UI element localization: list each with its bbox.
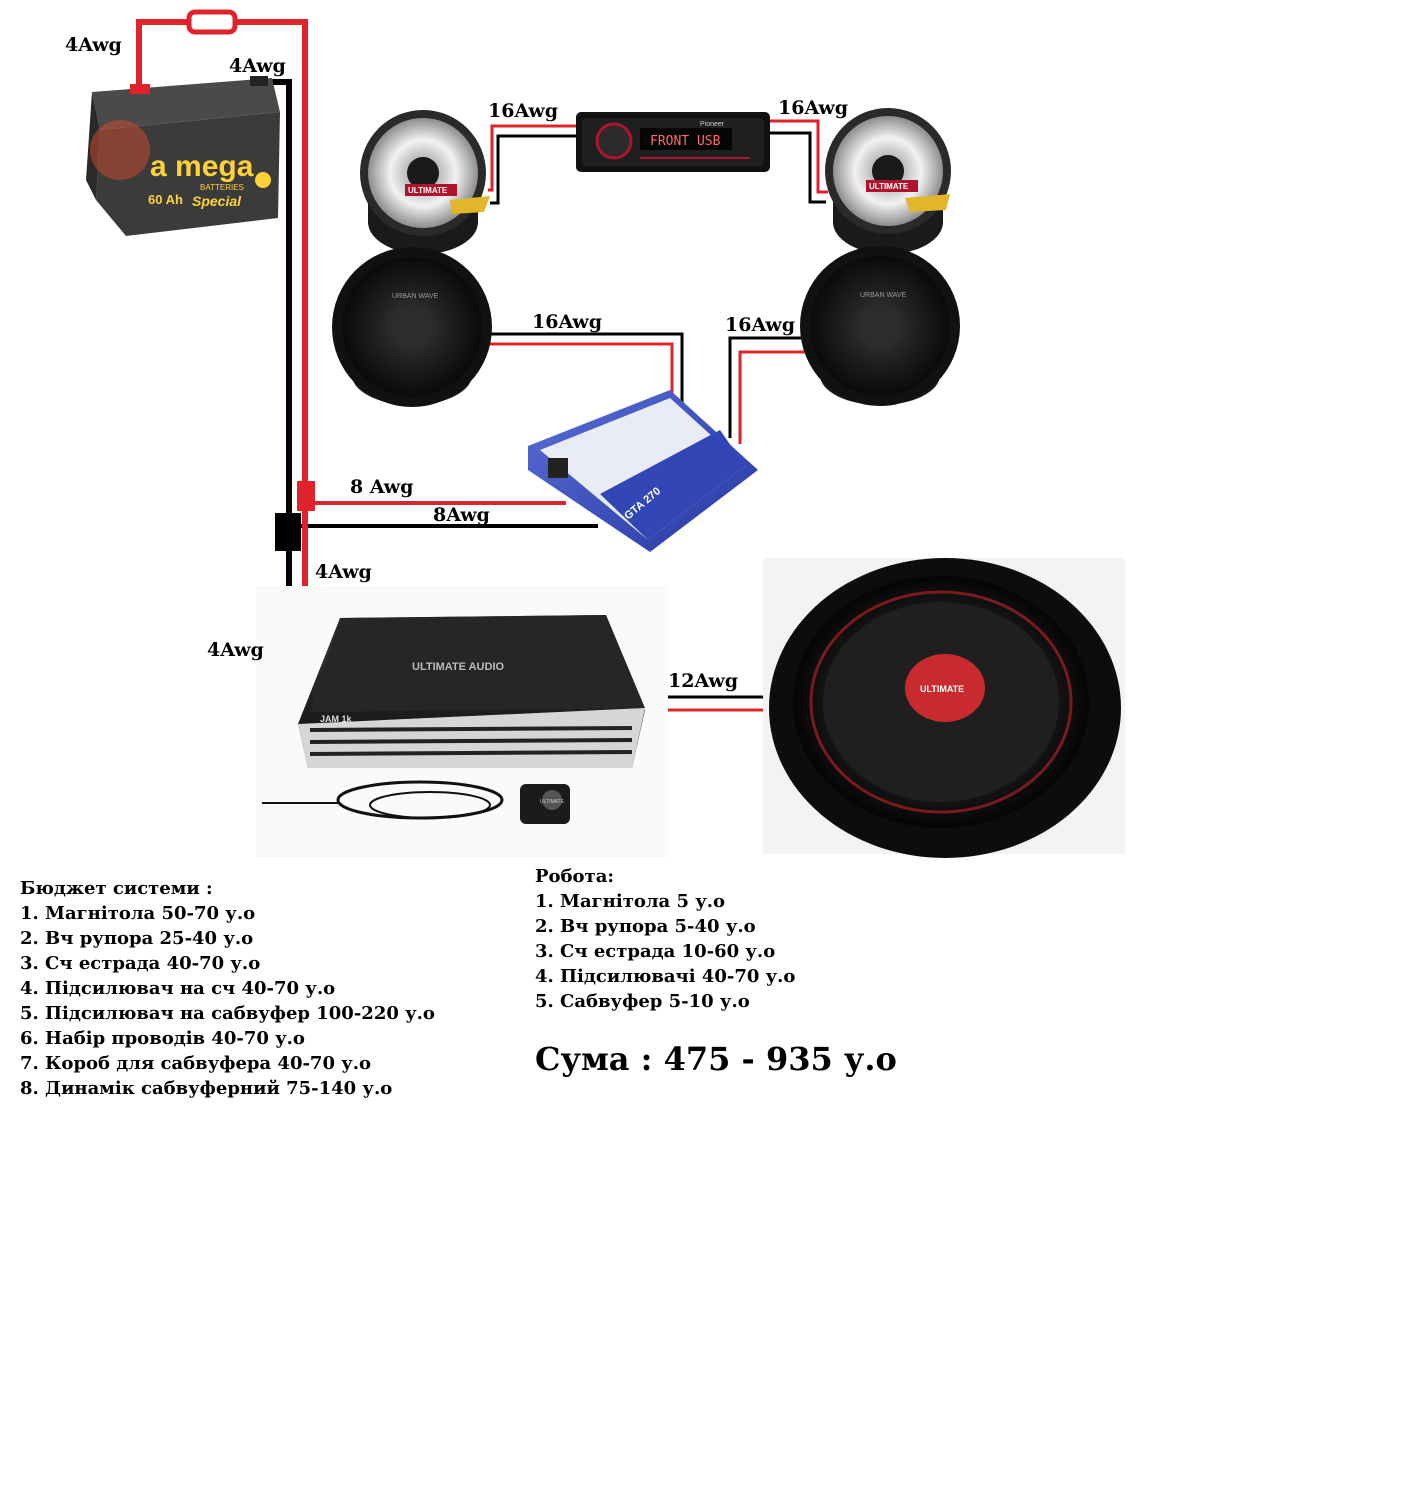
tweeter-right-badge: ULTIMATE	[869, 182, 909, 191]
budget-item: 4. Підсилювач на сч 40-70 у.о	[20, 978, 336, 999]
work-item: 2. Вч рупора 5-40 у.о	[535, 916, 756, 937]
battery-negative-terminal	[250, 76, 268, 86]
label-sub-amp-ground: 4Awg	[207, 639, 264, 661]
tweeter-left-black-wire	[490, 134, 576, 205]
battery-ground-wire	[265, 79, 292, 520]
tweeter-left: ULTIMATE	[360, 110, 490, 254]
positive-distribution-block	[297, 481, 315, 511]
budget-title: Бюджет системи :	[20, 878, 213, 899]
mid-right: URBAN WAVE	[800, 246, 960, 406]
budget-item: 8. Динамік сабвуферний 75-140 у.о	[20, 1078, 393, 1099]
subwoofer: ULTIMATE	[763, 558, 1125, 858]
budget-item: 5. Підсилювач на сабвуфер 100-220 у.о	[20, 1003, 435, 1024]
head-unit-display: FRONT USB	[650, 134, 721, 149]
label-tweeter-left: 16Awg	[488, 100, 559, 122]
mid-right-brand: URBAN WAVE	[860, 292, 907, 299]
battery-positive-terminal	[130, 84, 150, 94]
tweeter-left-red-wire	[488, 124, 576, 192]
mid-left-black-wire	[488, 332, 684, 414]
budget-item: 2. Вч рупора 25-40 у.о	[20, 928, 254, 949]
battery-brand: a mega	[150, 150, 254, 183]
mid-left: URBAN WAVE	[332, 247, 492, 407]
sub-amplifier: ULTIMATE AUDIO JAM 1k ULTIMATE	[256, 586, 668, 858]
mid-right-black-wire	[728, 336, 810, 438]
budget-item: 7. Короб для сабвуфера 40-70 у.о	[20, 1053, 372, 1074]
battery-series: Special	[192, 193, 242, 209]
label-battery-positive: 4Awg	[65, 34, 122, 56]
work-title: Робота:	[535, 866, 615, 887]
remote-badge: ULTIMATE	[540, 799, 565, 805]
tweeter-right-black-wire	[770, 131, 826, 204]
sub-amp-brand: ULTIMATE AUDIO	[412, 661, 505, 673]
label-mid-right: 16Awg	[725, 314, 796, 336]
label-sub-speaker: 12Awg	[668, 670, 739, 692]
budget-list: Бюджет системи : 1. Магнітола 50-70 у.о …	[20, 876, 435, 1101]
small-amplifier: GTA 270	[528, 390, 758, 552]
wiring-diagram: a mega BATTERIES Special 60 Ah FRONT USB…	[86, 9, 1125, 858]
head-unit-brand: Pioneer	[700, 121, 725, 128]
fuse-icon	[186, 9, 238, 35]
label-amp-ground: 8Awg	[433, 504, 490, 526]
mid-left-brand: URBAN WAVE	[392, 293, 439, 300]
budget-item: 6. Набір проводів 40-70 у.о	[20, 1028, 305, 1049]
label-battery-ground: 4Awg	[229, 55, 286, 77]
battery-capacity: 60 Ah	[148, 192, 183, 207]
work-item: 3. Сч естрада 10-60 у.о	[535, 941, 776, 962]
sub-amp-model: JAM 1k	[320, 714, 353, 724]
budget-item: 1. Магнітола 50-70 у.о	[20, 903, 256, 924]
sub-badge: ULTIMATE	[920, 684, 964, 694]
label-tweeter-right: 16Awg	[778, 97, 849, 119]
tweeter-right-red-wire	[770, 119, 828, 194]
work-item: 4. Підсилювачі 40-70 у.о	[535, 966, 796, 987]
tweeter-right: ULTIMATE	[825, 108, 951, 254]
ground-distribution-block	[275, 513, 301, 551]
work-item: 5. Сабвуфер 5-10 у.о	[535, 991, 750, 1012]
total-sum: Сума : 475 - 935 у.о	[535, 1040, 897, 1078]
label-amp-power: 8 Awg	[350, 476, 414, 498]
battery: a mega BATTERIES Special 60 Ah	[86, 76, 280, 236]
work-list: Робота: 1. Магнітола 5 у.о 2. Вч рупора …	[535, 864, 795, 1014]
battery-brand-sub: BATTERIES	[200, 183, 244, 192]
mid-right-red-wire	[738, 350, 812, 444]
tweeter-left-badge: ULTIMATE	[408, 186, 448, 195]
head-unit: FRONT USB Pioneer	[576, 112, 770, 172]
work-item: 1. Магнітола 5 у.о	[535, 891, 726, 912]
label-mid-left: 16Awg	[532, 311, 603, 333]
label-sub-amp-power: 4Awg	[315, 561, 372, 583]
budget-item: 3. Сч естрада 40-70 у.о	[20, 953, 261, 974]
